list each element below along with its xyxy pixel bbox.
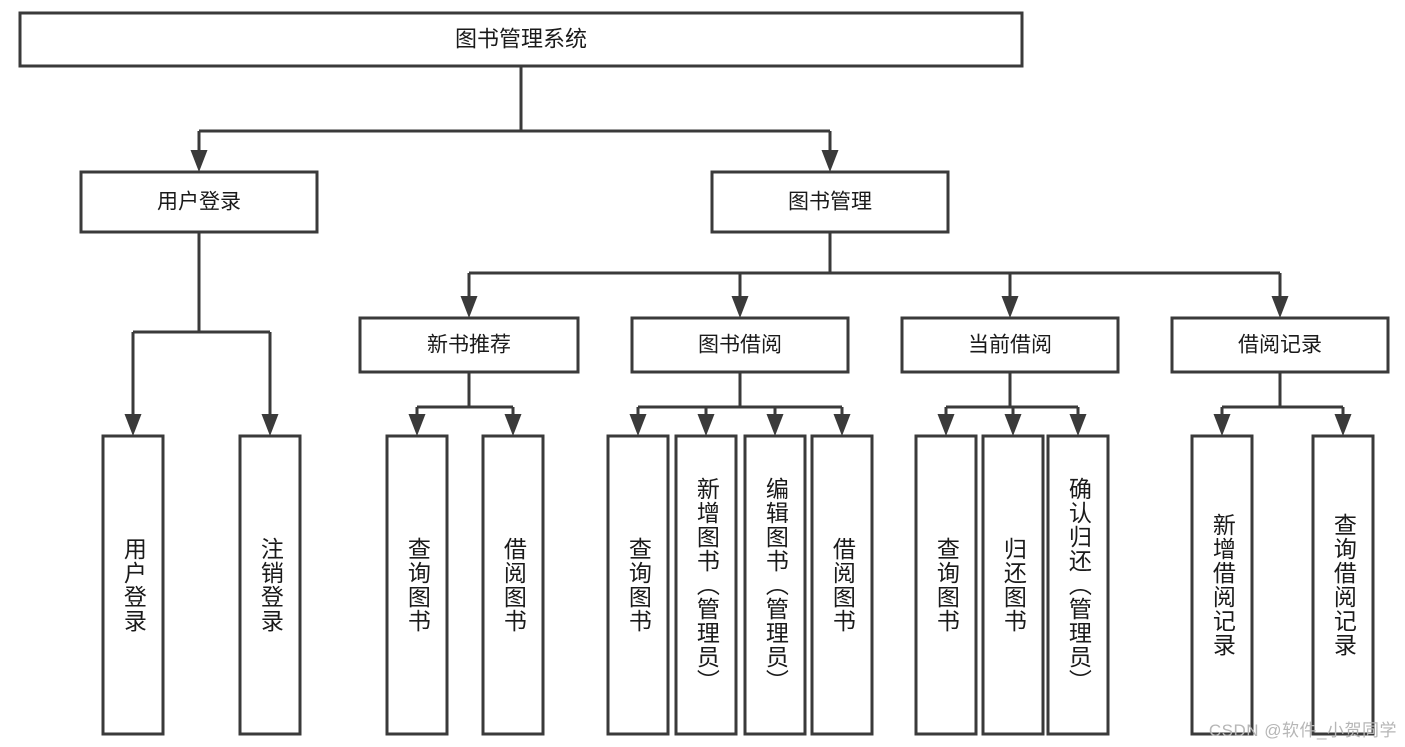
node-new-book-recommend-box[interactable] [358, 316, 580, 374]
node-leaf-query-book-1[interactable] [385, 434, 449, 736]
node-leaf-add-book-admin[interactable] [674, 434, 738, 736]
node-leaf-query-book-3[interactable] [914, 434, 978, 736]
node-current-borrow-box[interactable] [900, 316, 1120, 374]
node-leaf-borrow-book-2-box[interactable] [810, 434, 874, 736]
node-leaf-query-borrow-record[interactable] [1311, 434, 1375, 736]
node-book-borrow-label: 图书借阅 [698, 334, 782, 357]
node-user-login[interactable]: 用户登录 [79, 170, 319, 234]
arrow-head-icon [833, 414, 851, 436]
node-book-manage-box[interactable] [710, 170, 950, 234]
arrow-head-icon [1001, 296, 1019, 318]
arrow-head-icon [1271, 296, 1289, 318]
node-leaf-edit-book-admin[interactable] [743, 434, 807, 736]
node-root[interactable]: 图书管理系统 [18, 11, 1024, 68]
node-leaf-user-login[interactable] [101, 434, 165, 736]
arrow-head-icon [1069, 414, 1087, 436]
node-leaf-logout-login[interactable] [238, 434, 302, 736]
connector-recommend-to-leaves [408, 372, 522, 436]
arrow-head-icon [1334, 414, 1352, 436]
node-leaf-query-book-1-box[interactable] [385, 434, 449, 736]
node-book-manage[interactable]: 图书管理 [710, 170, 950, 234]
arrow-head-icon [261, 414, 279, 436]
node-leaf-add-book-admin-box[interactable] [674, 434, 738, 736]
node-leaf-query-book-2-box[interactable] [606, 434, 670, 736]
node-leaf-logout-login-box[interactable] [238, 434, 302, 736]
arrow-head-icon [504, 414, 522, 436]
node-leaf-confirm-return-admin[interactable] [1046, 434, 1110, 736]
node-leaf-return-book-box[interactable] [981, 434, 1045, 736]
node-book-borrow-box[interactable] [630, 316, 850, 374]
node-leaf-query-borrow-record-box[interactable] [1311, 434, 1375, 736]
arrow-head-icon [937, 414, 955, 436]
node-current-borrow-label: 当前借阅 [968, 334, 1052, 357]
node-borrow-record[interactable]: 借阅记录 [1170, 316, 1390, 374]
connector-layer [124, 66, 1352, 436]
arrow-head-icon [460, 296, 478, 318]
connector-root-to-level1 [190, 66, 839, 172]
node-user-login-box[interactable] [79, 170, 319, 234]
connector-book-manage-to-level2 [460, 232, 1289, 318]
arrow-head-icon [408, 414, 426, 436]
node-leaf-borrow-book-2[interactable] [810, 434, 874, 736]
connector-record-to-leaves [1213, 372, 1352, 436]
node-current-borrow[interactable]: 当前借阅 [900, 316, 1120, 374]
node-root-label: 图书管理系统 [455, 26, 587, 51]
node-leaf-borrow-book-1[interactable] [481, 434, 545, 736]
arrow-head-icon [629, 414, 647, 436]
arrow-head-icon [766, 414, 784, 436]
node-user-login-label: 用户登录 [157, 191, 241, 214]
node-book-borrow[interactable]: 图书借阅 [630, 316, 850, 374]
arrow-head-icon [697, 414, 715, 436]
node-leaf-edit-book-admin-box[interactable] [743, 434, 807, 736]
node-new-book-recommend[interactable]: 新书推荐 [358, 316, 580, 374]
node-leaf-query-book-3-box[interactable] [914, 434, 978, 736]
node-root-box[interactable] [18, 11, 1024, 68]
connector-user-login-to-leaves [124, 232, 279, 436]
node-leaf-user-login-box[interactable] [101, 434, 165, 736]
node-new-book-recommend-label: 新书推荐 [427, 334, 511, 357]
node-leaf-query-book-2[interactable] [606, 434, 670, 736]
arrow-head-icon [124, 414, 142, 436]
node-leaf-add-borrow-record-box[interactable] [1190, 434, 1254, 736]
watermark: CSDN @软件_小贺同学 [1208, 721, 1397, 740]
arrow-head-icon [1004, 414, 1022, 436]
arrow-head-icon [731, 296, 749, 318]
arrow-head-icon [821, 150, 839, 172]
node-book-manage-label: 图书管理 [788, 191, 872, 214]
arrow-head-icon [190, 150, 208, 172]
node-leaf-return-book[interactable] [981, 434, 1045, 736]
arrow-head-icon [1213, 414, 1231, 436]
node-leaf-confirm-return-admin-box[interactable] [1046, 434, 1110, 736]
node-leaf-borrow-book-1-box[interactable] [481, 434, 545, 736]
node-borrow-record-label: 借阅记录 [1238, 334, 1322, 357]
connector-current-to-leaves [937, 372, 1087, 436]
node-leaf-add-borrow-record[interactable] [1190, 434, 1254, 736]
node-borrow-record-box[interactable] [1170, 316, 1390, 374]
connector-borrow-to-leaves [629, 372, 851, 436]
